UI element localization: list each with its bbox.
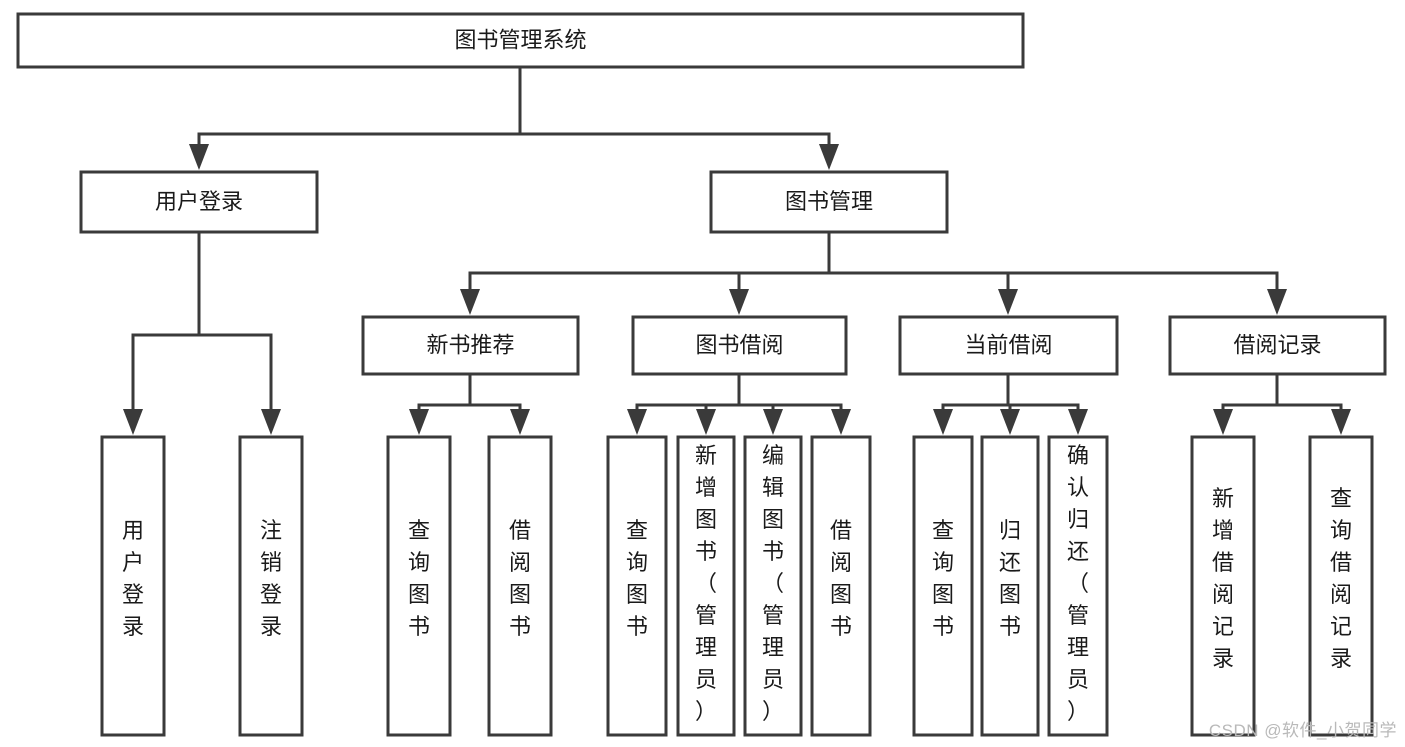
connector-edge-root-split [189,65,839,170]
node-label: 图书借阅 [695,332,783,357]
node-leaf-logout-login[interactable]: 注销登录 [238,435,304,737]
node-label: 用户登录 [155,189,243,214]
node-leaf-confirm-return-admin[interactable]: 确认归还（管理员） [1047,435,1109,737]
node-leaf-return-book[interactable]: 归还图书 [980,435,1040,737]
node-leaf-user-login[interactable]: 用户登录 [100,435,166,737]
node-leaf-add-book-admin[interactable]: 新增图书（管理员） [676,435,736,737]
node-label: 用户登录 [122,518,144,639]
node-new-book-recommend[interactable]: 新书推荐 [361,315,580,376]
node-label: 当前借阅 [964,332,1052,357]
node-label: 借阅记录 [1233,332,1321,357]
connector-edge-user-login-split [123,230,281,435]
node-label: 编辑图书（管理员） [762,443,784,724]
connector-edge-borrow-record-split [1213,372,1351,435]
nodes-layer: 图书管理系统用户登录图书管理新书推荐图书借阅当前借阅借阅记录用户登录注销登录查询… [16,12,1387,737]
node-label: 新增借阅记录 [1212,486,1234,671]
edges-layer [123,65,1351,435]
node-leaf-add-borrow-record[interactable]: 新增借阅记录 [1190,435,1256,737]
node-root[interactable]: 图书管理系统 [16,12,1025,69]
node-label: 图书管理 [785,189,873,214]
node-leaf-borrow-book[interactable]: 借阅图书 [810,435,872,737]
node-leaf-borrow-book-recommend[interactable]: 借阅图书 [487,435,553,737]
node-leaf-query-borrow-record[interactable]: 查询借阅记录 [1308,435,1374,737]
node-label: 新书推荐 [426,332,514,357]
node-borrow-record[interactable]: 借阅记录 [1168,315,1387,376]
node-label: 查询图书 [408,518,430,639]
connector-edge-book-management-split [460,230,1287,315]
node-book-management[interactable]: 图书管理 [709,170,949,234]
node-label: 查询借阅记录 [1330,486,1352,671]
node-label: 查询图书 [932,518,954,639]
node-leaf-query-book-current[interactable]: 查询图书 [912,435,974,737]
node-label: 归还图书 [999,518,1021,639]
node-leaf-query-book-recommend[interactable]: 查询图书 [386,435,452,737]
node-label: 注销登录 [260,518,282,639]
connector-edge-new-book-recommend-split [409,372,530,435]
node-leaf-query-book-borrow[interactable]: 查询图书 [606,435,668,737]
node-label: 新增图书（管理员） [695,443,717,724]
node-label: 借阅图书 [830,518,852,639]
node-user-login[interactable]: 用户登录 [79,170,319,234]
node-label: 借阅图书 [509,518,531,639]
connector-edge-book-borrow-split [627,372,851,435]
node-label: 查询图书 [626,518,648,639]
connector-edge-current-borrow-split [933,372,1088,435]
node-book-borrow[interactable]: 图书借阅 [631,315,848,376]
node-label: 图书管理系统 [454,27,586,52]
node-label: 确认归还（管理员） [1067,443,1089,724]
node-leaf-edit-book-admin[interactable]: 编辑图书（管理员） [743,435,803,737]
node-current-borrow[interactable]: 当前借阅 [898,315,1119,376]
